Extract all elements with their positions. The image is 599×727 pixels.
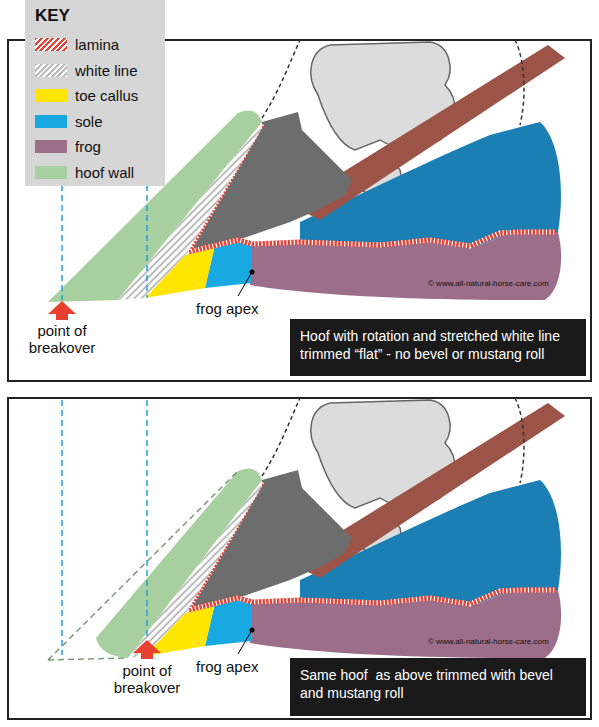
legend-text: sole <box>75 113 103 131</box>
legend-swatch <box>35 64 67 77</box>
legend-swatch <box>35 89 67 102</box>
part-label: frog apex <box>196 658 276 675</box>
legend-text: frog <box>75 138 101 156</box>
breakover-guide <box>146 185 148 298</box>
white-line <box>128 480 262 658</box>
watermark: © www.all-natural-horse-care.com <box>428 279 588 288</box>
breakover-guide <box>61 185 63 300</box>
caption-box: Hoof with rotation and stretched white l… <box>290 319 586 376</box>
legend-swatch <box>35 140 67 153</box>
original-wall-outline <box>48 658 128 660</box>
trimmed-hoof <box>48 398 565 660</box>
original-wall-outline <box>48 471 238 660</box>
legend-swatch <box>35 115 67 128</box>
watermark: © www.all-natural-horse-care.com <box>428 637 588 646</box>
legend-heading: KEY <box>35 6 115 26</box>
part-label: frog apex <box>196 300 276 317</box>
hoof-wall <box>96 468 262 658</box>
part-label: point of breakover <box>102 662 192 696</box>
legend-text: hoof wall <box>75 164 134 182</box>
breakover-guide <box>61 400 63 655</box>
breakover-arrow <box>48 301 76 320</box>
legend-box: lamina white line toe callus sole frog hoof w… <box>25 0 165 186</box>
caption-text: Hoof with rotation and stretched white l… <box>300 327 576 363</box>
legend-text: white line <box>75 62 138 80</box>
legend-swatch <box>35 166 67 179</box>
legend-text: lamina <box>75 36 119 54</box>
legend-text: toe callus <box>75 87 138 105</box>
legend-swatch <box>35 38 67 51</box>
breakover-arrow <box>133 640 161 659</box>
panel-frame <box>8 398 591 719</box>
caption-text: Same hoof as above trimmed with bevel an… <box>300 666 576 702</box>
panel-frame <box>8 40 591 381</box>
part-label: point of breakover <box>17 322 107 356</box>
caption-box: Same hoof as above trimmed with bevel an… <box>290 658 586 716</box>
breakover-guide <box>146 400 148 640</box>
